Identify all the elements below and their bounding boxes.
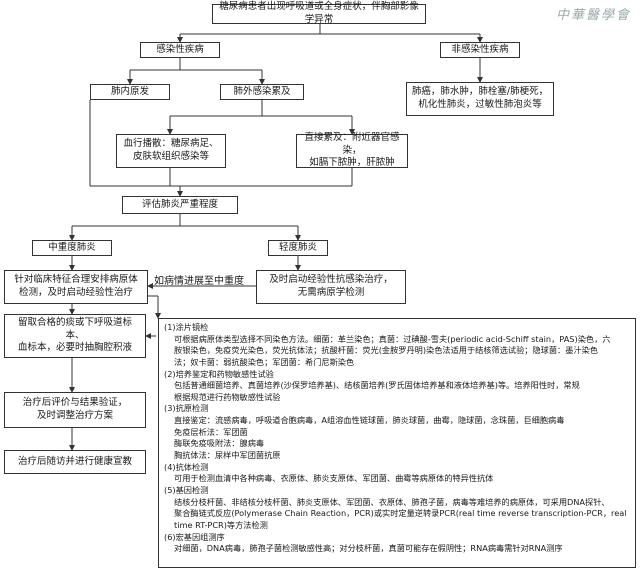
node-direct-line2: 如膈下脓肿，肝脓肿 <box>309 157 395 169</box>
node-infectious: 感染性疾病 <box>140 42 220 58</box>
detail-section-line: 根据规范进行药物敏感性试验 <box>174 391 281 402</box>
node-primary-text: 肺内原发 <box>110 85 149 97</box>
node-ms-treatment-line1: 针对临床特征合理安排病原体 <box>14 274 138 286</box>
node-extrapulmonary: 肺外感染累及 <box>220 84 304 100</box>
node-primary: 肺内原发 <box>90 84 170 100</box>
detail-section-line: 酶联免疫吸附法：腺病毒 <box>174 438 265 449</box>
progress-label: 如病情进展至中重度 <box>154 272 244 287</box>
node-hematogenous: 血行播散：糖尿病足、 皮肤软组织感染等 <box>116 134 226 168</box>
node-severity-text: 评估肺炎严重程度 <box>141 198 218 210</box>
cma-logo: 中華醫學會 <box>556 8 632 23</box>
detail-section-line: 聚合酶链式反应(Polymerase Chain Reaction，PCR)或实… <box>174 508 627 519</box>
detail-section-line: 包括普通细菌培养、真菌培养(沙保罗培养基)、结核菌培养(罗氏固体培养基和液体培养… <box>174 380 580 391</box>
detail-section-line: 法；奴卡菌：弱抗酸染色；军团菌：希门尼斯染色 <box>174 356 355 367</box>
node-noninfectious: 非感染性疾病 <box>440 42 520 58</box>
node-noninfectious-text: 非感染性疾病 <box>451 43 509 55</box>
detail-section-line: 可用于检测血清中各种病毒、衣原体、肺炎支原体、军团菌、曲霉等病原体的特异性抗体 <box>174 473 494 484</box>
detail-section-line: time RT-PCR)等方法检测 <box>174 519 268 530</box>
detail-section-heading: (2)培养鉴定和药物敏感性试验 <box>164 368 274 379</box>
node-specimen: 留取合格的痰或下呼吸道标本、 血标本，必要时抽胸腔积液 <box>4 314 146 358</box>
detail-section-line: 对细菌，DNA病毒，肺孢子菌检测敏感性高；对分枝杆菌，真菌可能存在假阴性；RNA… <box>174 543 563 554</box>
node-verify-line1: 治疗后评价与结果验证， <box>22 397 128 409</box>
node-followup-text: 治疗后随访并进行健康宣教 <box>17 455 132 467</box>
node-direct-line1: 直接累及：附近器官感染， <box>304 131 400 156</box>
node-verify: 治疗后评价与结果验证， 及时调整治疗方案 <box>4 392 146 428</box>
node-verify-line2: 及时调整治疗方案 <box>36 410 113 421</box>
detail-section-line: 可根据病原体类型选择不同染色方法。细菌：革兰染色；真菌：过碘酸-雪夫(perio… <box>174 333 611 344</box>
node-severity: 评估肺炎严重程度 <box>122 196 238 214</box>
node-noninfectious-detail: 肺癌，肺水肿，肺栓塞/肺梗死， 机化性肺炎，过敏性肺泡炎等 <box>406 82 554 116</box>
node-mild-treatment-line1: 及时启动经验性抗感染治疗， <box>269 274 393 286</box>
node-ms-treatment-line2: 检测，及时启动经验性治疗 <box>18 287 133 298</box>
node-ms-treatment: 针对临床特征合理安排病原体 检测，及时启动经验性治疗 <box>4 270 148 304</box>
detail-section-heading: (6)宏基因组测序 <box>164 531 225 542</box>
node-mild-treatment: 及时启动经验性抗感染治疗， 无需病原学检测 <box>256 270 406 304</box>
node-mild-treatment-line2: 无需病原学检测 <box>297 287 365 298</box>
detail-section-heading: (1)涂片镜检 <box>164 322 209 332</box>
node-direct: 直接累及：附近器官感染， 如膈下脓肿，肝脓肿 <box>296 131 408 169</box>
node-mild: 轻度肺炎 <box>268 240 328 256</box>
node-mild-text: 轻度肺炎 <box>278 241 317 253</box>
detail-section-heading: (4)抗体检测 <box>164 461 209 472</box>
node-hematogenous-line1: 血行播散：糖尿病足、 <box>123 138 219 150</box>
progress-label-text: 如病情进展至中重度 <box>154 276 244 287</box>
node-specimen-line1: 留取合格的痰或下呼吸道标本、 <box>17 316 132 341</box>
detail-section-heading: (5)基因检测 <box>164 484 209 495</box>
detail-section-line: 结核分枝杆菌、非结核分枝杆菌、肺炎支原体、军团菌、衣原体、肺孢子菌，病毒等难培养… <box>174 496 610 507</box>
pathogen-testing-methods-box: (1)涂片镜检可根据病原体类型选择不同染色方法。细菌：革兰染色；真菌：过碘酸-雪… <box>158 318 636 568</box>
detail-section-heading: (3)抗原检测 <box>164 403 209 414</box>
node-hematogenous-line2: 皮肤软组织感染等 <box>132 151 209 162</box>
node-followup: 治疗后随访并进行健康宣教 <box>4 450 146 474</box>
node-noninfectious-detail-line1: 肺癌，肺水肿，肺栓塞/肺梗死， <box>411 86 549 98</box>
node-top-text: 糖尿病患者出现呼吸道或全身症状，伴胸部影像学异常 <box>219 1 419 25</box>
detail-section-line: 直接鉴定：流感病毒，呼吸道合胞病毒，A组溶血性链球菌，肺炎球菌，曲霉，隐球菌，念… <box>174 415 565 426</box>
node-specimen-line2: 血标本，必要时抽胸腔积液 <box>17 342 132 354</box>
node-moderate-severe: 中重度肺炎 <box>32 240 112 256</box>
detail-section-line: 胸抗体法：尿样中军团菌抗原 <box>174 450 281 461</box>
node-extrapulmonary-text: 肺外感染累及 <box>233 85 291 97</box>
node-noninfectious-detail-line2: 机化性肺炎，过敏性肺泡炎等 <box>418 99 542 110</box>
detail-section-line: 免疫层析法：军团菌 <box>174 426 248 437</box>
node-top: 糖尿病患者出现呼吸道或全身症状，伴胸部影像学异常 <box>212 1 426 25</box>
node-moderate-severe-text: 中重度肺炎 <box>48 241 96 253</box>
node-infectious-text: 感染性疾病 <box>156 43 204 55</box>
detail-section-line: 胺银染色，免疫荧光染色，荧光抗体法；抗酸杆菌：荧光(金胺罗丹明)染色法适用于结核… <box>174 345 598 356</box>
